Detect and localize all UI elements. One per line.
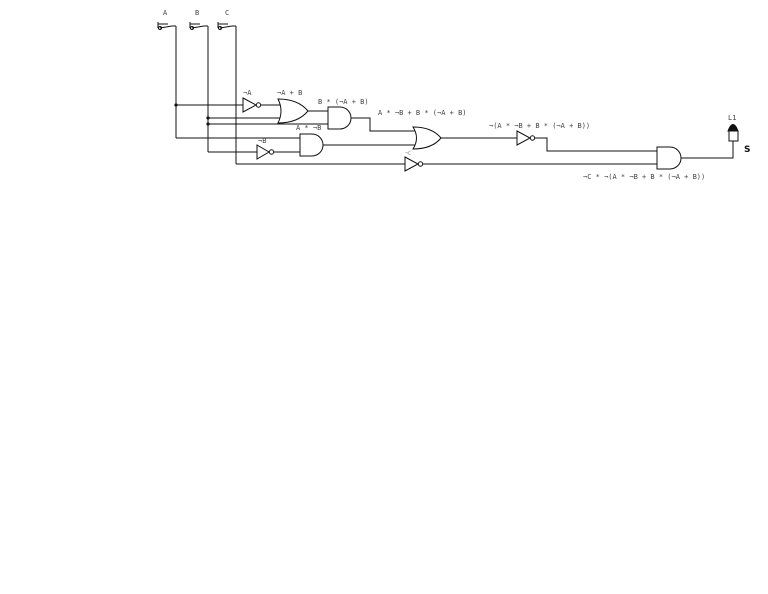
a-and-not-b-label: A * ¬B [296,124,321,132]
output-name-label: L1 [728,114,736,122]
switch-a[interactable] [157,22,176,30]
not-gate-sum [516,130,536,146]
not-gate-b [256,144,275,160]
input-b-wire [206,26,328,153]
input-c-label: C [225,9,229,17]
output-side-label: S [744,145,750,155]
not-sum-label: ¬(A * ¬B + B * (¬A + B)) [489,122,590,130]
not-a-label: ¬A [243,89,252,97]
input-a-wire [174,26,300,139]
switch-b[interactable] [189,22,208,30]
or-gate-sum [412,126,442,150]
not-gate-a [242,97,262,113]
not-gate-c [404,156,424,172]
not-a-or-b-label: ¬A + B [277,89,302,97]
or-sum-label: A * ¬B + B * (¬A + B) [378,109,467,117]
switch-c[interactable] [217,22,236,30]
not-c-label: ¬C [405,151,411,157]
and-gate-final [656,146,682,170]
and-gate-b-term [327,106,352,130]
input-a-label: A [163,9,168,17]
output-lamp-icon [727,124,739,142]
input-b-label: B [195,9,199,17]
or-gate-not-a-b [277,98,309,124]
and-gate-a-not-b [299,133,324,157]
input-c-wire [235,26,405,165]
b-and-term-label: B * (¬A + B) [318,98,369,106]
final-label: ¬C * ¬(A * ¬B + B * (¬A + B)) [583,173,705,181]
not-b-label: ¬B [258,137,266,145]
